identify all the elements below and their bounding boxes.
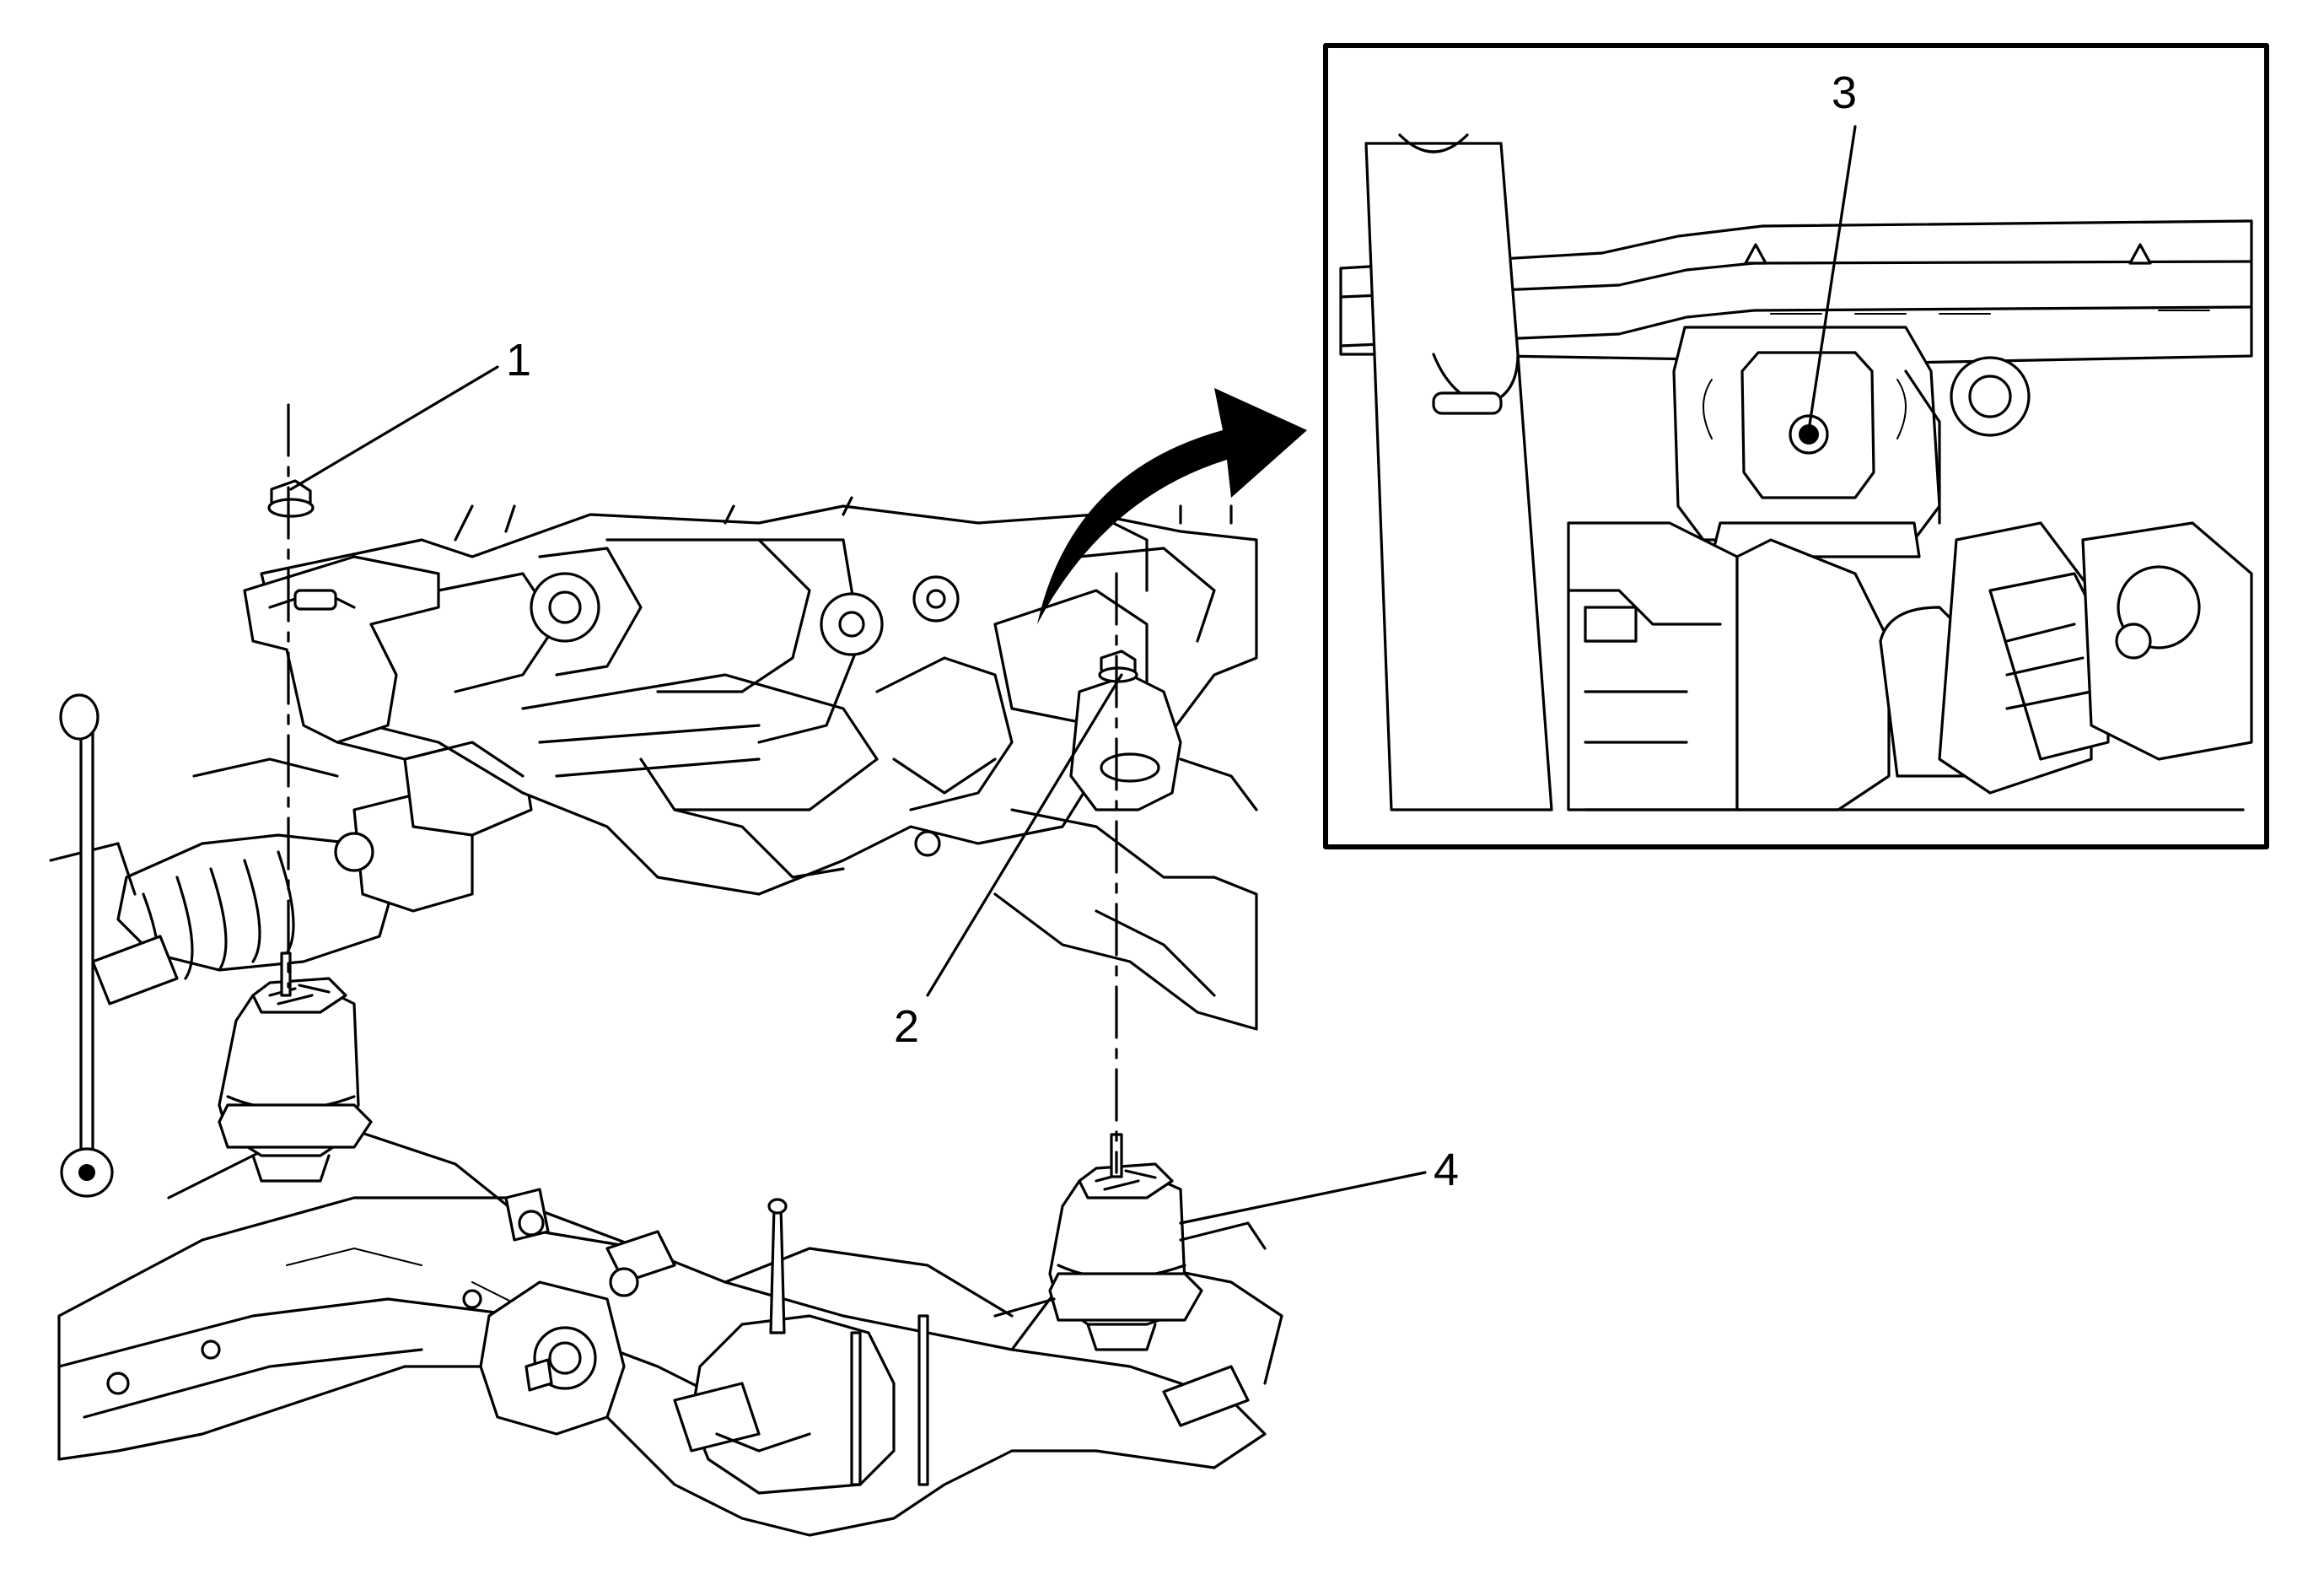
callout-2: 2 [894, 1001, 919, 1052]
engine-mount-right [993, 1162, 1267, 1351]
install-axis-lines [287, 403, 1118, 1174]
transmission-mount-center [673, 1198, 896, 1495]
engine-mount-left [218, 977, 373, 1183]
detail-inset [1323, 43, 2269, 849]
leader-lines [289, 125, 1857, 1225]
callout-4: 4 [1434, 1145, 1459, 1195]
callout-1: 1 [506, 335, 531, 385]
bolts [280, 951, 1123, 1486]
upper-mount-right [1069, 673, 1258, 811]
nut-1 [267, 479, 315, 518]
lower-mount-left [479, 1188, 676, 1436]
subframe [57, 1129, 1283, 1537]
engine-block [260, 496, 1258, 1031]
nut-2 [1098, 650, 1138, 683]
steering-rack [49, 741, 533, 1005]
detail-arrow [1037, 388, 1307, 624]
upper-mount-bracket-left [243, 555, 525, 778]
main-illustration [49, 388, 1307, 1537]
stabilizer-link [59, 693, 114, 1198]
callout-3: 3 [1832, 67, 1857, 118]
